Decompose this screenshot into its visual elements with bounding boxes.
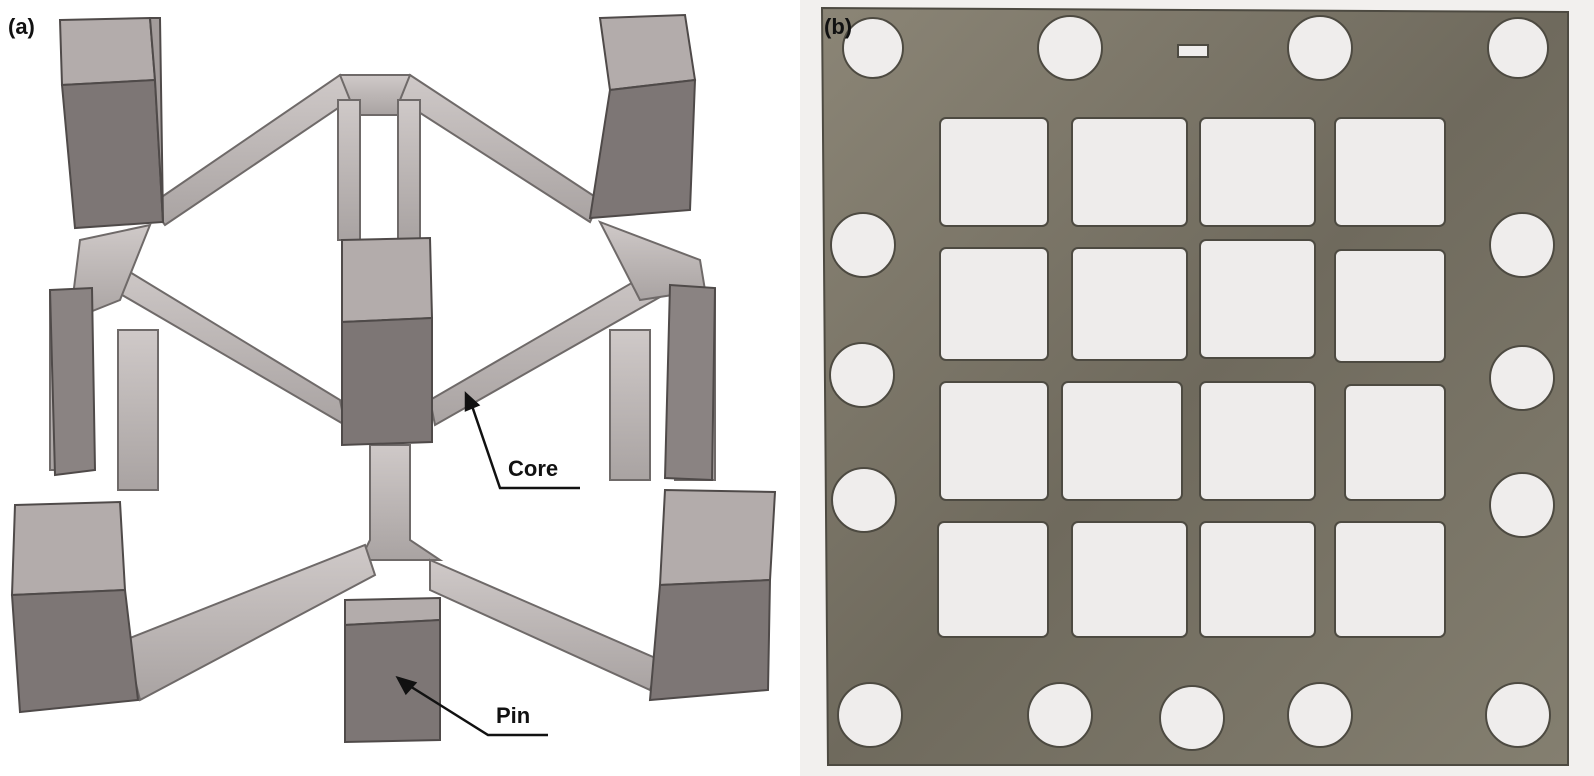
core-callout-label: Core: [508, 456, 559, 481]
slot-cutout: [1177, 44, 1209, 58]
core-struts: [49, 73, 716, 702]
pin-bottom-right-face: [648, 578, 772, 702]
truss-model-illustration: [10, 13, 777, 744]
pin-bottom-left-top: [10, 500, 127, 597]
panel-a-label: (a): [8, 14, 35, 39]
strut-top-right: [398, 73, 602, 224]
left-post-2: [117, 329, 159, 491]
pin-top-right-top: [598, 13, 697, 92]
inner-post-1: [337, 99, 361, 241]
pins: [10, 13, 777, 744]
strut-bottom-right: [429, 558, 662, 692]
pin-center-face: [341, 316, 433, 447]
right-post: [609, 329, 651, 481]
grid-openings: [937, 117, 1446, 638]
pin-bottom-left-face: [10, 588, 140, 714]
strut-top-left: [148, 73, 352, 227]
plate-body: [820, 6, 1569, 766]
strut-bottom-left: [123, 543, 377, 702]
pin-leader-line: [404, 681, 548, 737]
lower-neck: [358, 444, 444, 561]
callout-arrows: [395, 391, 580, 737]
pin-callout-label: Pin: [496, 703, 531, 728]
pin-arrowhead: [395, 675, 418, 696]
metal-plate-photo: [800, 0, 1594, 776]
inner-post-2: [397, 99, 421, 241]
core-arrowhead: [464, 391, 481, 412]
panel-b-photo: (b): [800, 0, 1594, 776]
core-leader-line: [468, 399, 580, 490]
pin-center-top: [341, 236, 434, 324]
pin-bottom-right-top: [658, 488, 777, 587]
pin-top-left-top: [58, 16, 157, 87]
pin-top-right-face: [588, 78, 697, 220]
pin-bottom-center-face: [344, 618, 441, 744]
mounting-holes: [829, 15, 1555, 751]
pin-top-left-face: [60, 78, 165, 230]
panel-b-label: (b): [824, 14, 853, 39]
panel-a-cad-model: (a) Core Pin: [8, 13, 777, 744]
